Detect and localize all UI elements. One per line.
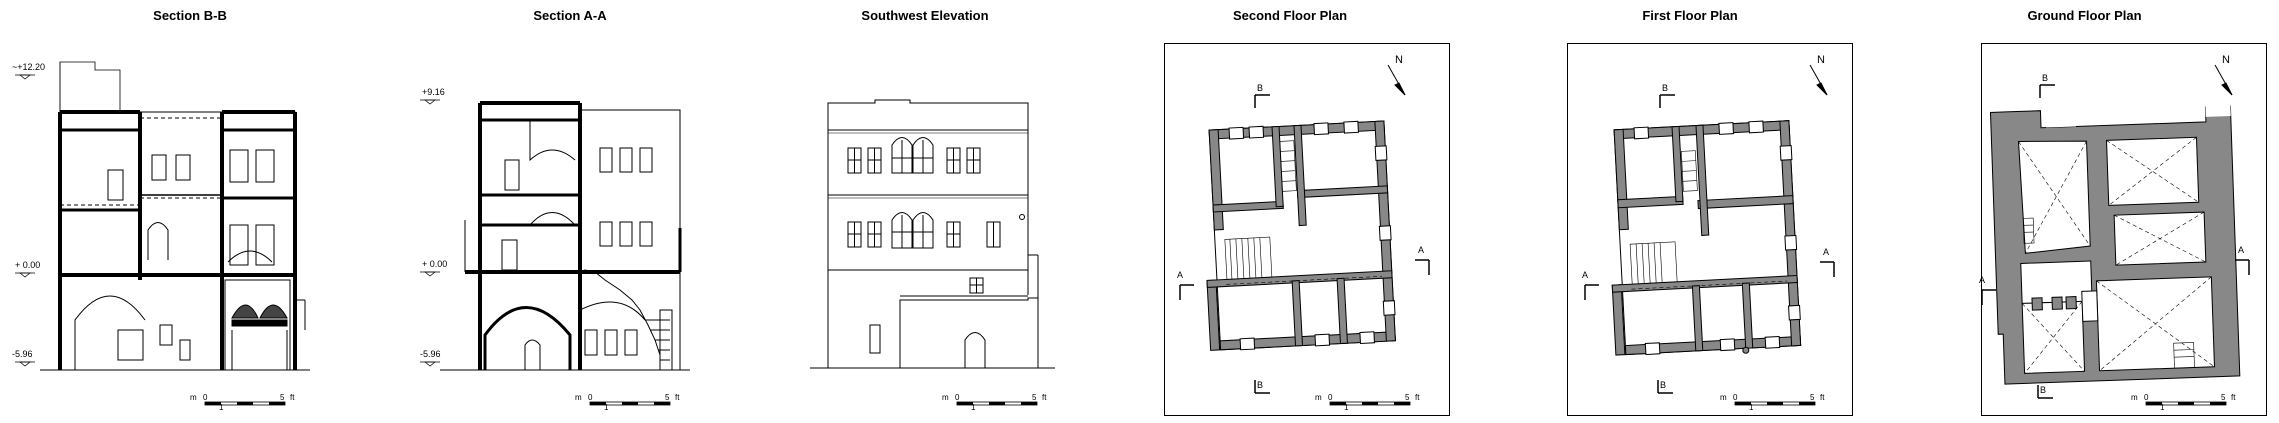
scale-bar: m 0 1 5 ft	[942, 393, 1047, 412]
level-marker-top	[420, 99, 440, 105]
level-marker-bottom	[15, 361, 35, 367]
section-marker-a-right	[1415, 259, 1430, 275]
scale-bar: m 0 1 5 ft	[1315, 393, 1420, 412]
section-label-a-right: A	[1823, 247, 1829, 257]
section-marker-b-top	[2039, 84, 2055, 98]
section-marker-a-right	[1820, 261, 1835, 277]
level-marker-bottom	[420, 361, 440, 367]
section-marker-a-left	[1584, 284, 1599, 300]
level-label-zero: + 0.00	[15, 260, 40, 270]
second-floor-plan-drawing: N B B A A m 0 1 5 ft	[1177, 54, 1430, 412]
level-marker-zero	[15, 272, 35, 278]
north-label: N	[2222, 54, 2230, 66]
scale-zero: 0	[955, 393, 960, 402]
section-marker-b-bottom	[1254, 380, 1270, 394]
scale-unit-ft: ft	[1415, 393, 1420, 402]
section-label-a-left: A	[1177, 270, 1183, 280]
drawing-title: Section A-A	[533, 8, 607, 23]
section-label-a-right: A	[1418, 245, 1424, 255]
section-label-b-top: B	[1662, 83, 1668, 93]
section-marker-a-left	[1179, 284, 1194, 300]
north-label: N	[1817, 54, 1825, 66]
upper-windows	[847, 137, 981, 174]
scale-unit-ft: ft	[1820, 393, 1825, 402]
level-label-top: +9.16	[422, 87, 445, 97]
scale-bar: m 0 1 5 ft	[2131, 393, 2236, 412]
section-label-b-bottom: B	[2040, 385, 2046, 395]
scale-unit-m: m	[942, 393, 949, 402]
level-label-top: ~+12.20	[12, 62, 45, 72]
scale-zero: 0	[588, 393, 593, 402]
scale-unit-m: m	[1720, 393, 1727, 402]
north-label: N	[1395, 54, 1403, 66]
scale-five: 5	[1810, 393, 1815, 402]
section-label-a-left: A	[1979, 275, 1985, 285]
drawing-title: Second Floor Plan	[1232, 8, 1348, 23]
first-floor-plan-drawing: N B B A A m 0 1 5 ft	[1582, 54, 1835, 412]
scale-unit-ft: ft	[1042, 393, 1047, 402]
scale-one: 1	[971, 403, 976, 412]
drawing-ground-floor-plan: Ground Floor Plan	[1890, 0, 2279, 423]
section-label-a-right: A	[2238, 245, 2244, 255]
scale-bar: m 0 1 5 ft	[575, 393, 680, 412]
scale-five: 5	[2221, 393, 2226, 402]
scale-unit-m: m	[2131, 393, 2138, 402]
section-bb-drawing: ~+12.20 + 0.00 -5.96 m 0 1 5 ft	[12, 61, 310, 412]
drawing-section-bb: Section B-B	[0, 0, 380, 423]
scale-zero: 0	[1328, 393, 1333, 402]
level-label-bottom: -5.96	[12, 349, 33, 359]
level-label-zero: + 0.00	[422, 259, 447, 269]
section-marker-b-top	[1254, 94, 1270, 108]
scale-zero: 0	[2144, 393, 2149, 402]
scale-zero: 0	[203, 393, 208, 402]
section-label-b-top: B	[1257, 83, 1263, 93]
scale-one: 1	[604, 403, 609, 412]
section-marker-a-left	[1981, 289, 1996, 305]
scale-unit-m: m	[1315, 393, 1322, 402]
scale-unit-ft: ft	[675, 393, 680, 402]
scale-bar: m 0 1 5 ft	[1720, 393, 1825, 412]
drawing-second-floor-plan: Second Floor Plan	[1090, 0, 1490, 423]
drawing-southwest-elevation: Southwest Elevation	[760, 0, 1090, 423]
scale-one: 1	[2160, 403, 2165, 412]
drawing-section-aa: Section A-A	[380, 0, 760, 423]
section-aa-drawing: +9.16 + 0.00 -5.96 m 0 1 5 ft	[420, 87, 690, 412]
section-label-b-top: B	[2042, 73, 2048, 83]
scale-one: 1	[219, 403, 224, 412]
section-marker-b-bottom	[2037, 385, 2053, 399]
scale-five: 5	[665, 393, 670, 402]
drawing-title: Southwest Elevation	[861, 8, 989, 23]
section-marker-b-bottom	[1657, 380, 1673, 394]
scale-one: 1	[1344, 403, 1349, 412]
level-label-bottom: -5.96	[420, 349, 441, 359]
scale-one: 1	[1749, 403, 1754, 412]
scale-zero: 0	[1733, 393, 1738, 402]
section-label-a-left: A	[1582, 270, 1588, 280]
level-marker-zero	[420, 271, 440, 277]
scale-unit-ft: ft	[290, 393, 295, 402]
level-marker-top	[15, 74, 35, 80]
elevation-drawing: m 0 1 5 ft	[810, 99, 1055, 412]
scale-bar: m 0 1 5 ft	[190, 393, 295, 412]
scale-five: 5	[1032, 393, 1037, 402]
section-marker-a-right	[2235, 259, 2250, 275]
middle-windows	[847, 212, 1025, 249]
drawing-first-floor-plan: First Floor Plan	[1490, 0, 1890, 423]
scale-unit-m: m	[575, 393, 582, 402]
ground-floor-plan-drawing: N B B A A m 0 1 5 ft	[1979, 54, 2250, 412]
section-label-b-bottom: B	[1660, 380, 1666, 390]
section-label-b-bottom: B	[1257, 380, 1263, 390]
plan-frame	[1164, 43, 1450, 416]
scale-five: 5	[280, 393, 285, 402]
scale-unit-m: m	[190, 393, 197, 402]
scale-five: 5	[1405, 393, 1410, 402]
drawing-title: Section B-B	[153, 8, 227, 23]
drawing-title: Ground Floor Plan	[2027, 8, 2142, 23]
drawing-title: First Floor Plan	[1642, 8, 1738, 23]
plan-frame	[1567, 43, 1853, 416]
section-marker-b-top	[1659, 94, 1675, 108]
scale-unit-ft: ft	[2231, 393, 2236, 402]
